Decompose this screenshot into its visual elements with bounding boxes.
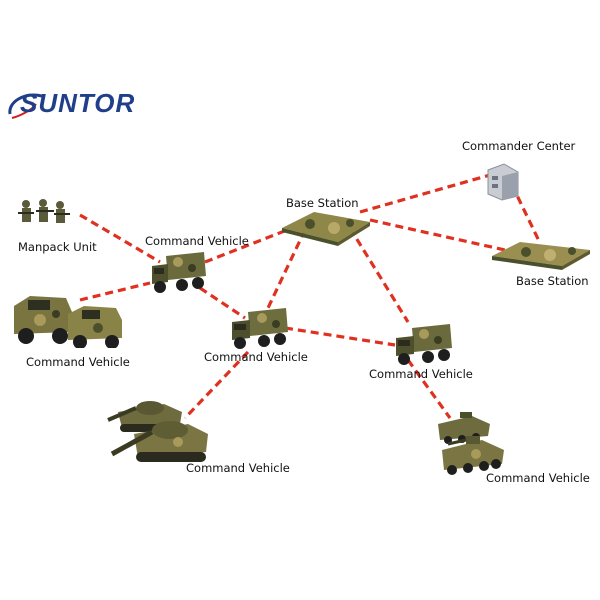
command-vehicle-humvee-icon — [14, 296, 122, 348]
manpack-soldiers-icon — [18, 199, 70, 223]
command-vehicle-truck-mid-icon — [232, 308, 288, 349]
link-base-commander — [359, 173, 491, 214]
link-manpack-vehicle — [79, 213, 161, 264]
commander-center-building-icon — [487, 163, 519, 201]
manpack-unit-label: Manpack Unit — [18, 240, 97, 254]
command-vehicle-right-label: Command Vehicle — [369, 367, 473, 381]
command-vehicle-tank-label: Command Vehicle — [186, 461, 290, 475]
logo-swoosh-icon — [8, 93, 43, 119]
link-mid-tank — [183, 350, 250, 420]
link-base-right-vehicle — [348, 227, 410, 323]
command-vehicle-mid-label: Command Vehicle — [204, 350, 308, 364]
link-mid-right — [284, 326, 396, 347]
link-base-mid — [266, 229, 307, 309]
base-station-center-label: Base Station — [286, 196, 359, 210]
commander-center-label: Commander Center — [462, 139, 576, 153]
command-vehicle-truck-top-icon — [152, 252, 206, 293]
command-vehicle-humvee-label: Command Vehicle — [26, 355, 130, 369]
base-station-right-icon — [492, 242, 590, 270]
command-vehicle-apc-icon — [438, 412, 504, 475]
link-vehicle-mid — [199, 286, 246, 320]
link-base-base — [369, 218, 506, 252]
link-commander-base — [510, 184, 542, 244]
base-station-center-icon — [282, 212, 370, 246]
brand-logo-text: SUNTOR — [20, 88, 136, 118]
base-station-right-label: Base Station — [516, 274, 589, 288]
command-vehicle-truck-right-icon — [396, 324, 452, 365]
command-vehicle-top-label: Command Vehicle — [145, 234, 249, 248]
brand-logo: SUNTOR — [6, 88, 134, 120]
command-vehicle-apc-label: Command Vehicle — [486, 471, 590, 485]
link-right-apc — [406, 359, 452, 419]
command-vehicle-tanks-icon — [107, 401, 208, 462]
